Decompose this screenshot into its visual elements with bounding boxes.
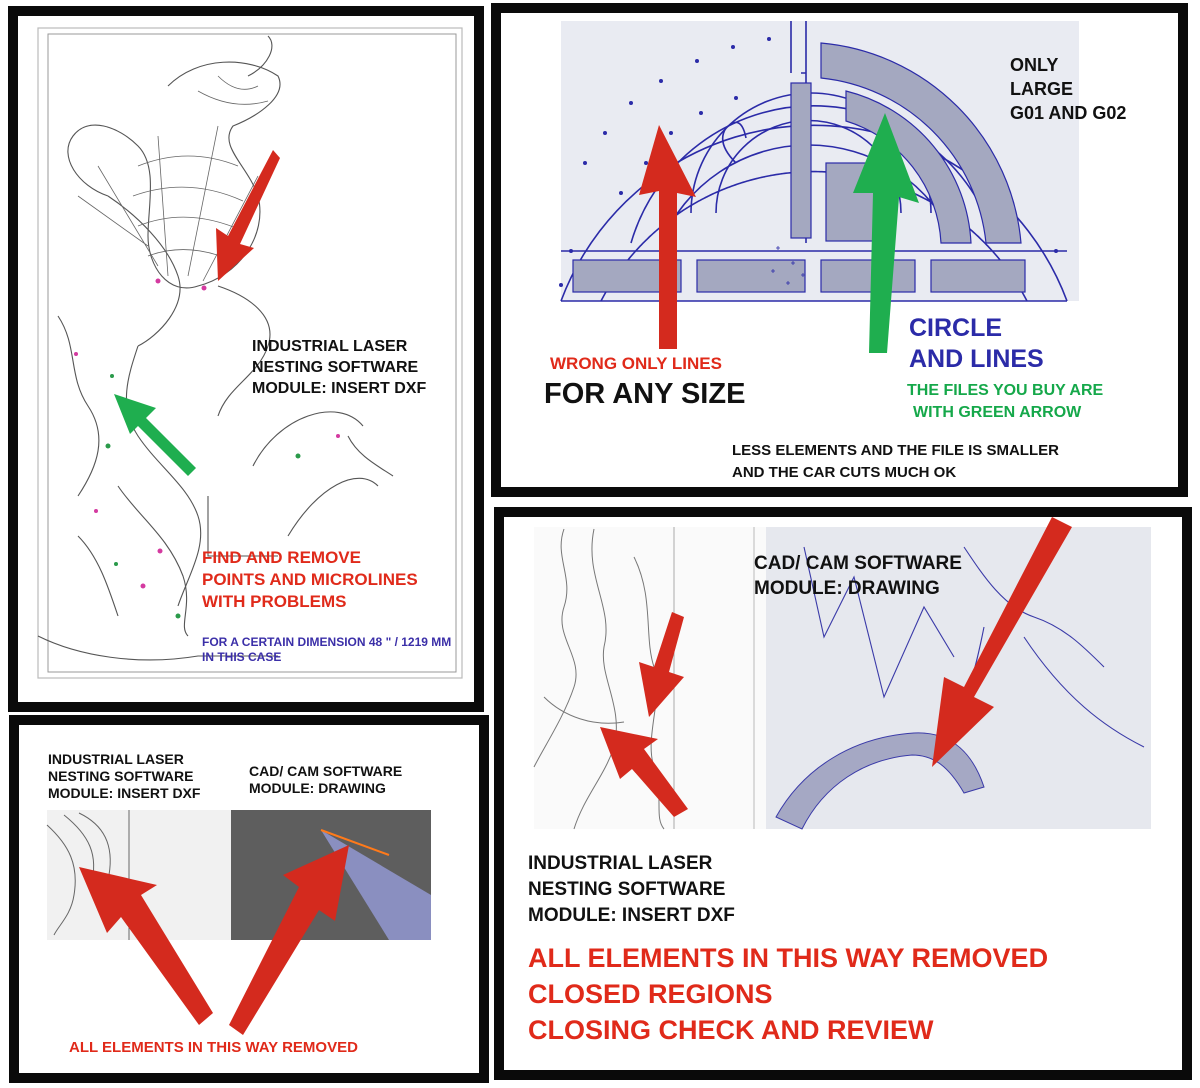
panel-comparison-small: INDUSTRIAL LASER NESTING SOFTWARE MODULE… — [9, 715, 489, 1083]
label-line: LESS ELEMENTS AND THE FILE IS SMALLER — [732, 442, 1059, 459]
label-line: IN THIS CASE — [202, 650, 282, 664]
label-line: WITH GREEN ARROW — [913, 404, 1082, 421]
label-line: CAD/ CAM SOFTWARE — [754, 553, 962, 574]
label-line: LARGE — [1010, 79, 1073, 99]
label-line: AND LINES — [909, 345, 1044, 373]
label-line: NESTING SOFTWARE — [48, 768, 194, 784]
large-comparison-drawing — [533, 517, 1151, 830]
label-line: G01 AND G02 — [1010, 103, 1127, 123]
label-line: CLOSING CHECK AND REVIEW — [528, 1015, 934, 1045]
label-line: POINTS AND MICROLINES — [202, 570, 418, 589]
panel4-red-label: ALL ELEMENTS IN THIS WAY REMOVED CLOSED … — [528, 940, 1048, 1048]
label-line: NESTING SOFTWARE — [528, 879, 726, 900]
panel-spiderman-dxf: INDUSTRIAL LASER NESTING SOFTWARE MODULE… — [8, 6, 484, 712]
panel2-green-label: THE FILES YOU BUY ARE WITH GREEN ARROW — [907, 380, 1103, 424]
spiderman-drawing — [37, 27, 463, 679]
panel4-top-label: CAD/ CAM SOFTWARE MODULE: DRAWING — [754, 551, 962, 601]
label-line: MODULE: INSERT DXF — [528, 905, 735, 926]
red-arrow — [79, 867, 213, 1025]
panel-maze-circle: ONLY LARGE G01 AND G02 WRONG ONLY LINES … — [491, 3, 1188, 497]
label-line: ONLY — [1010, 55, 1059, 75]
panel2-wrong-label: WRONG ONLY LINES — [550, 354, 722, 373]
label-line: MODULE: DRAWING — [754, 578, 940, 599]
label-line: CAD/ CAM SOFTWARE — [249, 763, 403, 779]
green-arrow — [114, 394, 196, 476]
red-arrow — [216, 150, 280, 281]
label-line: FIND AND REMOVE — [202, 548, 361, 567]
red-arrow — [639, 612, 684, 717]
panel3-left-label: INDUSTRIAL LASER NESTING SOFTWARE MODULE… — [48, 751, 200, 802]
label-line: MODULE: INSERT DXF — [48, 785, 201, 801]
label-line: INDUSTRIAL LASER — [48, 751, 184, 767]
label-line: NESTING SOFTWARE — [252, 359, 419, 376]
panel3-right-label: CAD/ CAM SOFTWARE MODULE: DRAWING — [249, 763, 402, 797]
red-arrow — [600, 727, 688, 817]
label-line: AND THE CAR CUTS MUCH OK — [732, 464, 957, 481]
panel3-bottom-label: ALL ELEMENTS IN THIS WAY REMOVED — [69, 1039, 358, 1056]
label-line: INDUSTRIAL LASER — [252, 338, 408, 355]
label-line: MODULE: DRAWING — [249, 780, 386, 796]
panel2-only-label: ONLY LARGE G01 AND G02 — [1010, 53, 1126, 125]
label-line: CLOSED REGIONS — [528, 979, 773, 1009]
label-line: THE FILES YOU BUY ARE — [907, 382, 1104, 399]
panel2-any-size-label: FOR ANY SIZE — [544, 378, 746, 410]
red-arrow — [229, 845, 349, 1035]
label-line: MODULE: INSERT DXF — [252, 380, 427, 397]
label-line: ALL ELEMENTS IN THIS WAY REMOVED — [528, 943, 1049, 973]
green-arrow — [853, 113, 919, 353]
red-arrow — [932, 517, 1072, 767]
panel1-module-label: INDUSTRIAL LASER NESTING SOFTWARE MODULE… — [252, 336, 426, 399]
panel1-red-label: FIND AND REMOVE POINTS AND MICROLINES WI… — [202, 547, 418, 613]
comparison-drawing — [46, 810, 431, 1035]
panel-comparison-large: CAD/ CAM SOFTWARE MODULE: DRAWING INDUST… — [494, 507, 1192, 1080]
panel4-mid-label: INDUSTRIAL LASER NESTING SOFTWARE MODULE… — [528, 851, 735, 929]
label-line: CIRCLE — [909, 314, 1003, 342]
panel2-bottom-label: LESS ELEMENTS AND THE FILE IS SMALLER AN… — [732, 440, 1059, 484]
label-line: INDUSTRIAL LASER — [528, 853, 713, 874]
label-line: WITH PROBLEMS — [202, 592, 347, 611]
maze-drawing — [559, 21, 1079, 353]
panel1-blue-label: FOR A CERTAIN DIMENSION 48 " / 1219 MM I… — [202, 635, 451, 665]
panel2-circle-label: CIRCLE AND LINES — [909, 313, 1044, 375]
label-line: FOR A CERTAIN DIMENSION 48 " / 1219 MM — [202, 635, 452, 649]
red-arrow — [639, 125, 696, 349]
